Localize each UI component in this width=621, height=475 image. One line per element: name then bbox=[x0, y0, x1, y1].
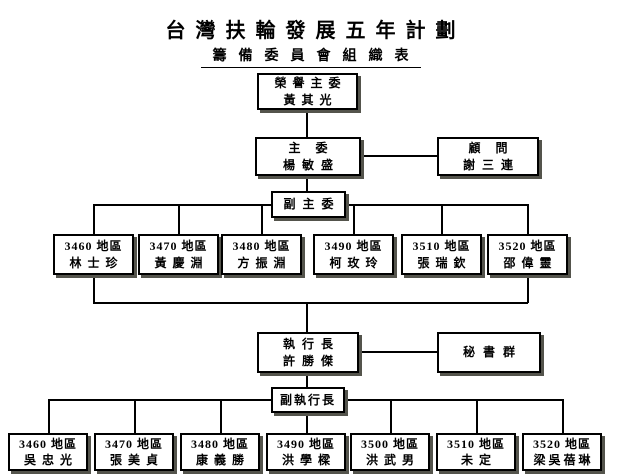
district-label: 3490 地區 bbox=[276, 436, 335, 451]
subtitle-wrap: 籌備委員會組織表 bbox=[0, 45, 621, 68]
connector-drop-row2-5 bbox=[390, 399, 392, 433]
district-label: 3490 地區 bbox=[324, 239, 383, 254]
connector-collector bbox=[93, 302, 528, 304]
connector-drop-row1-1 bbox=[93, 204, 95, 234]
person-name: 邵偉靈 bbox=[503, 255, 558, 270]
person-name: 方振淵 bbox=[237, 255, 292, 270]
org-box-district-3500-row2: 3500 地區 洪武男 bbox=[350, 433, 430, 471]
org-box-vice-chairman: 副主委 bbox=[271, 191, 346, 218]
connector-exec-secretariat bbox=[359, 351, 437, 353]
connector-drop-row2-6 bbox=[476, 399, 478, 433]
org-box-district-3490-row2: 3490 地區 洪學樑 bbox=[266, 433, 346, 471]
person-name: 康義勝 bbox=[195, 453, 250, 467]
person-name: 吳忠光 bbox=[23, 453, 78, 467]
org-box-chairman: 主 委 楊敏盛 bbox=[255, 137, 361, 176]
role-label: 執行長 bbox=[282, 337, 340, 352]
connector-drop-row2-7 bbox=[562, 399, 564, 433]
person-name: 洪武男 bbox=[365, 453, 420, 467]
connector-honorary-chairman bbox=[306, 110, 308, 137]
org-box-district-3470-row1: 3470 地區 黃慶淵 bbox=[138, 234, 219, 275]
org-box-district-3510-row1: 3510 地區 張瑞欽 bbox=[401, 234, 482, 275]
district-label: 3500 地區 bbox=[360, 436, 419, 451]
connector-riser-right bbox=[527, 275, 529, 303]
person-name: 張美貞 bbox=[109, 453, 164, 467]
connector-riser-left bbox=[93, 275, 95, 303]
district-label: 3520 地區 bbox=[532, 436, 591, 451]
org-box-advisor: 顧 問 謝三連 bbox=[437, 137, 539, 176]
person-name: 柯玫玲 bbox=[329, 255, 384, 270]
org-box-deputy-executive-director: 副執行長 bbox=[271, 387, 345, 413]
person-name: 黃其光 bbox=[283, 92, 338, 107]
page-title: 台灣扶輪發展五年計劃 bbox=[165, 20, 466, 42]
org-box-district-3460-row2: 3460 地區 吳忠光 bbox=[8, 433, 88, 471]
person-name: 未定 bbox=[460, 453, 497, 467]
connector-chairman-advisor bbox=[361, 155, 437, 157]
district-label: 3510 地區 bbox=[412, 239, 471, 254]
person-name: 梁吳蓓琳 bbox=[533, 453, 594, 467]
connector-chairman-vicechair bbox=[306, 176, 308, 191]
org-box-district-3460-row1: 3460 地區 林士珍 bbox=[53, 234, 134, 275]
role-label: 榮譽主委 bbox=[274, 76, 347, 91]
connector-drop-row2-1 bbox=[48, 399, 50, 433]
org-box-executive-director: 執行長 許勝傑 bbox=[257, 332, 359, 373]
org-box-district-3520-row2: 3520 地區 梁吳蓓琳 bbox=[522, 433, 602, 471]
district-label: 3460 地區 bbox=[18, 436, 77, 451]
connector-drop-row2-3 bbox=[220, 399, 222, 433]
person-name: 黃慶淵 bbox=[154, 255, 209, 270]
org-box-district-3480-row1: 3480 地區 方振淵 bbox=[221, 234, 302, 275]
district-label: 3470 地區 bbox=[149, 239, 208, 254]
org-box-honorary-chairman: 榮譽主委 黃其光 bbox=[257, 73, 358, 110]
person-name: 林士珍 bbox=[69, 255, 124, 270]
district-label: 3510 地區 bbox=[446, 436, 505, 451]
connector-exec-deputy bbox=[306, 372, 308, 387]
person-name: 張瑞欽 bbox=[417, 255, 472, 270]
connector-drop-row1-5 bbox=[441, 204, 443, 234]
org-box-secretariat: 秘書群 bbox=[437, 332, 541, 373]
district-label: 3480 地區 bbox=[190, 436, 249, 451]
district-label: 3480 地區 bbox=[232, 239, 291, 254]
person-name: 楊敏盛 bbox=[282, 157, 340, 172]
connector-drop-row2-2 bbox=[134, 399, 136, 433]
connector-drop-row1-6 bbox=[527, 204, 529, 234]
role-label: 秘書群 bbox=[462, 345, 523, 360]
person-name: 洪學樑 bbox=[281, 453, 336, 467]
district-label: 3460 地區 bbox=[64, 239, 123, 254]
role-label: 主 委 bbox=[288, 141, 334, 156]
district-label: 3520 地區 bbox=[498, 239, 557, 254]
role-label: 顧 問 bbox=[468, 141, 514, 156]
connector-drop-row1-4 bbox=[353, 204, 355, 234]
connector-collector-exec bbox=[306, 302, 308, 332]
role-label: 副執行長 bbox=[279, 392, 336, 407]
org-box-district-3470-row2: 3470 地區 張美貞 bbox=[94, 433, 174, 471]
district-label: 3470 地區 bbox=[104, 436, 163, 451]
connector-drop-row2-4 bbox=[306, 399, 308, 433]
org-box-district-3490-row1: 3490 地區 柯玫玲 bbox=[313, 234, 394, 275]
connector-drop-row1-2 bbox=[178, 204, 180, 234]
org-box-district-3510-row2: 3510 地區 未定 bbox=[436, 433, 516, 471]
connector-drop-row1-3 bbox=[261, 204, 263, 234]
page-subtitle: 籌備委員會組織表 bbox=[200, 45, 421, 68]
org-box-district-3480-row2: 3480 地區 康義勝 bbox=[180, 433, 260, 471]
person-name: 謝三連 bbox=[462, 157, 520, 172]
role-label: 副主委 bbox=[283, 197, 341, 212]
org-box-district-3520-row1: 3520 地區 邵偉靈 bbox=[487, 234, 568, 275]
person-name: 許勝傑 bbox=[282, 353, 340, 368]
